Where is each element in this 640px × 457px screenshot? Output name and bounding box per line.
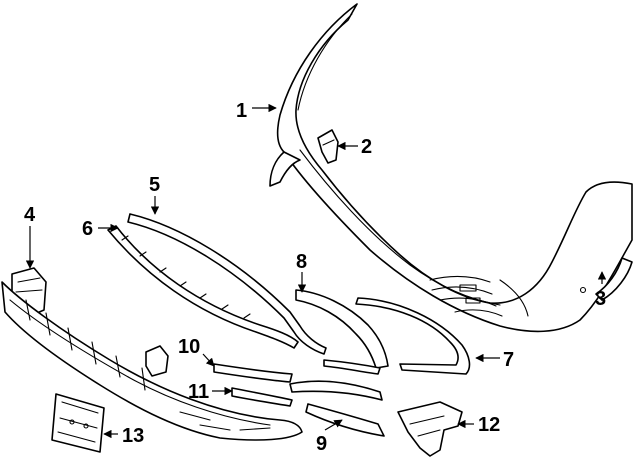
part-1-bumper-cover (269, 3, 633, 333)
callout-9: 9 (316, 433, 327, 455)
part-8-insert-strip (295, 289, 389, 375)
callout-3: 3 (595, 288, 606, 310)
part-3-side-moulding (595, 257, 633, 301)
part-lower-bumper-assembly (1, 281, 303, 441)
callout-13: 13 (122, 425, 144, 447)
part-10-trim-strip (213, 363, 293, 383)
callout-5: 5 (149, 174, 160, 196)
callout-labels: 1 2 3 4 5 6 7 8 9 10 11 12 13 (24, 100, 606, 455)
part-7-intake-trim (355, 297, 471, 375)
part-5-trim-strip (127, 213, 327, 355)
part-6-trim-rail (107, 225, 299, 349)
callout-11: 11 (188, 381, 209, 403)
part-9-grille-insert (289, 380, 385, 437)
callout-10: 10 (178, 336, 200, 358)
part-13-license-plate-bracket (51, 393, 105, 453)
part-2-bracket (317, 129, 339, 164)
callout-7: 7 (503, 349, 514, 371)
callout-8: 8 (296, 251, 307, 273)
part-12-deflector-bracket (397, 401, 463, 457)
callout-12: 12 (478, 414, 500, 436)
callout-1: 1 (236, 100, 247, 122)
callout-6: 6 (82, 218, 93, 240)
callout-2: 2 (361, 136, 372, 158)
callout-4: 4 (24, 204, 36, 226)
part-11-trim-strip (231, 387, 293, 407)
callout-leaders (25, 103, 607, 439)
